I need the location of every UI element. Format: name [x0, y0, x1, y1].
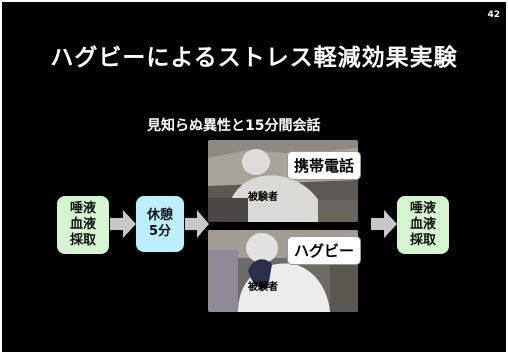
arrow-right-icon: [110, 210, 136, 238]
slide-subtitle: 見知らぬ異性と15分間会話: [147, 118, 321, 134]
rest-line: 5分: [148, 224, 172, 239]
rest-line: 休憩: [146, 208, 173, 223]
condition-label-phone: 携帯電話: [287, 151, 362, 180]
arrow-right-icon: [185, 210, 209, 238]
slide-title: ハグビーによるストレス軽減効果実験: [50, 45, 458, 71]
arrow-right-icon: [371, 210, 397, 238]
subject-label: 被験者: [248, 282, 278, 293]
collection-line: 採取: [409, 233, 436, 248]
collection-line: 血液: [409, 217, 436, 232]
subject-label: 被験者: [248, 192, 278, 203]
collection-line: 血液: [69, 217, 96, 232]
condition-label-hugvie: ハグビー: [287, 236, 362, 265]
collection-box-before: 唾液 血液 採取: [57, 196, 109, 254]
page-number: 42: [487, 10, 500, 20]
collection-box-after: 唾液 血液 採取: [397, 196, 449, 254]
hugvie-condition-photo: [208, 230, 358, 312]
collection-line: 採取: [69, 233, 96, 248]
collection-line: 唾液: [69, 201, 96, 216]
rest-box: 休憩 5分: [136, 196, 184, 252]
photo-hugvie-condition: [208, 230, 358, 312]
collection-line: 唾液: [409, 201, 436, 216]
